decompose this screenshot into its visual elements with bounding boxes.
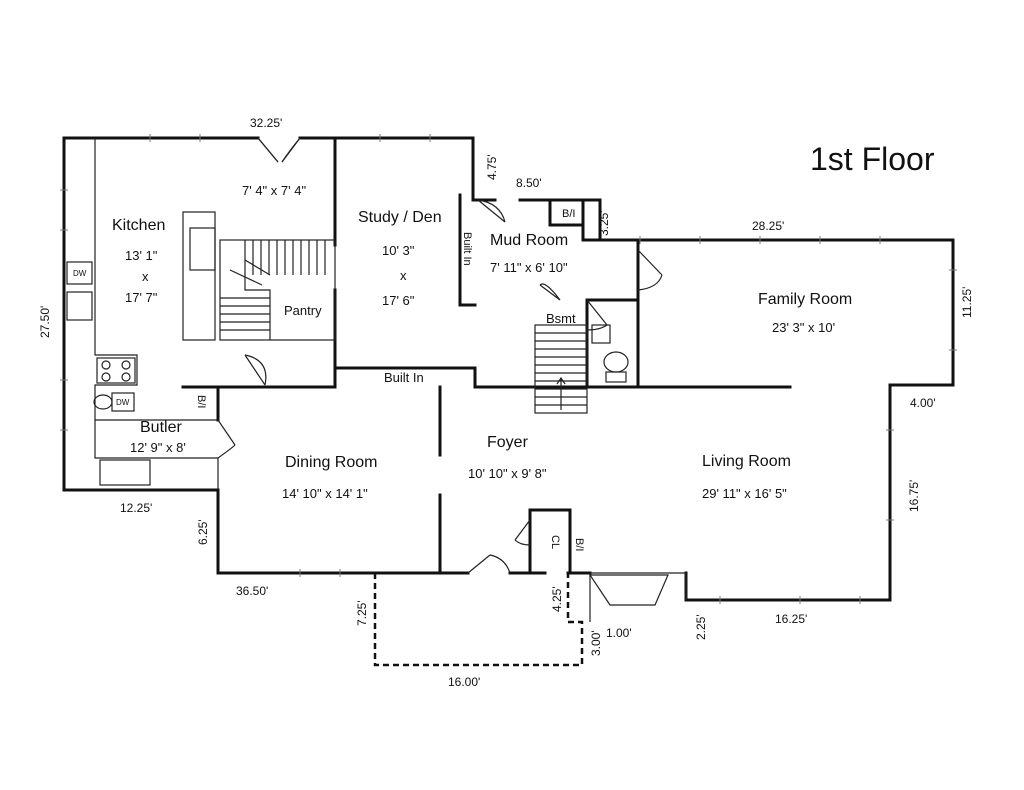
dim-foyer-step: 4.25'	[550, 586, 564, 612]
interior-walls	[94, 138, 792, 575]
butler-name: Butler	[140, 419, 182, 436]
butler-dim: 12' 9" x 8'	[130, 440, 186, 455]
dw-butler-label: DW	[116, 398, 130, 407]
room-labels: Kitchen 13' 1" x 17' 7" Study / Den 10' …	[112, 183, 852, 501]
mud-room-dim: 7' 11" x 6' 10"	[490, 260, 568, 275]
built-in-side: Built In	[461, 232, 473, 266]
dim-porch-bottom: 16.00'	[448, 675, 480, 689]
living-room-name: Living Room	[702, 453, 791, 470]
study-dim-x: x	[400, 268, 407, 283]
windows	[60, 134, 957, 604]
dim-fireplace: 1.00'	[606, 626, 632, 640]
dining-room-dim: 14' 10" x 14' 1"	[282, 486, 368, 501]
family-room-dim: 23' 3" x 10'	[772, 320, 835, 335]
dim-mud-top: 8.50'	[516, 176, 542, 190]
dim-family-right: 11.25'	[960, 287, 974, 318]
bi-mud: B/I	[562, 208, 575, 220]
dim-living-step: 4.00'	[910, 396, 936, 410]
family-room-name: Family Room	[758, 291, 852, 308]
dim-dining-bottom: 36.50'	[236, 584, 268, 598]
dim-porch-left: 7.25'	[355, 600, 369, 626]
dim-top: 32.25'	[250, 116, 282, 130]
dim-butler-bottom: 12.25'	[120, 501, 152, 515]
closet-label: CL	[549, 535, 561, 549]
study-name: Study / Den	[358, 209, 442, 226]
bi-butler: B/I	[195, 395, 207, 408]
bi-foyer: B/I	[573, 538, 585, 551]
doors	[217, 137, 663, 574]
dishwasher-butler-icon	[111, 392, 135, 412]
exterior-dimensions: 32.25' 27.50' 8.50' 4.75' 3.25' 28.25' 1…	[38, 116, 974, 689]
dim-porch-right: 3.00'	[589, 630, 603, 656]
dim-living-bottom-step: 2.25'	[694, 614, 708, 640]
kitchen-dim-a: 13' 1"	[125, 248, 158, 263]
kitchen-dim-x: x	[142, 269, 149, 284]
dim-mud-side: 4.75'	[485, 154, 499, 180]
cooktop-icon	[96, 357, 136, 384]
pantry-name: Pantry	[284, 303, 322, 318]
butler-sink-icon	[93, 394, 113, 410]
basement-stairs	[534, 324, 588, 414]
kitchen-sink-icon	[66, 291, 93, 321]
floor-title: 1st Floor	[810, 141, 935, 177]
kitchen-dim-b: 17' 7"	[125, 290, 158, 305]
dim-dining-left: 6.25'	[196, 519, 210, 545]
dw-kitchen-label: DW	[73, 269, 87, 278]
powder-sink-icon	[591, 324, 611, 344]
study-dim-a: 10' 3"	[382, 243, 415, 258]
main-staircase	[219, 239, 336, 341]
fireplace-icon	[588, 574, 669, 606]
dim-living-bottom: 16.25'	[775, 612, 807, 626]
kitchen-name: Kitchen	[112, 217, 165, 234]
mud-room-name: Mud Room	[490, 232, 568, 249]
bsmt-name: Bsmt	[546, 311, 576, 326]
small-labels: Built In Built In B/I B/I B/I CL DW DW	[73, 208, 585, 551]
fixtures	[66, 261, 687, 622]
toilet-icon	[603, 351, 629, 373]
dining-room-name: Dining Room	[285, 454, 377, 471]
foyer-dim: 10' 10" x 9' 8"	[468, 466, 547, 481]
study-dim-b: 17' 6"	[382, 293, 415, 308]
built-in-bottom: Built In	[384, 370, 424, 385]
dim-left: 27.50'	[38, 306, 52, 338]
living-room-dim: 29' 11" x 16' 5"	[702, 486, 787, 501]
dim-living-right: 16.75'	[907, 480, 921, 512]
porch-dim: 7' 4" x 7' 4"	[242, 183, 306, 198]
dishwasher-kitchen-icon	[66, 261, 93, 285]
porch-outline	[373, 573, 584, 667]
dim-family-top: 28.25'	[752, 219, 784, 233]
foyer-name: Foyer	[487, 434, 529, 451]
dim-mud-right: 3.25'	[597, 210, 611, 236]
